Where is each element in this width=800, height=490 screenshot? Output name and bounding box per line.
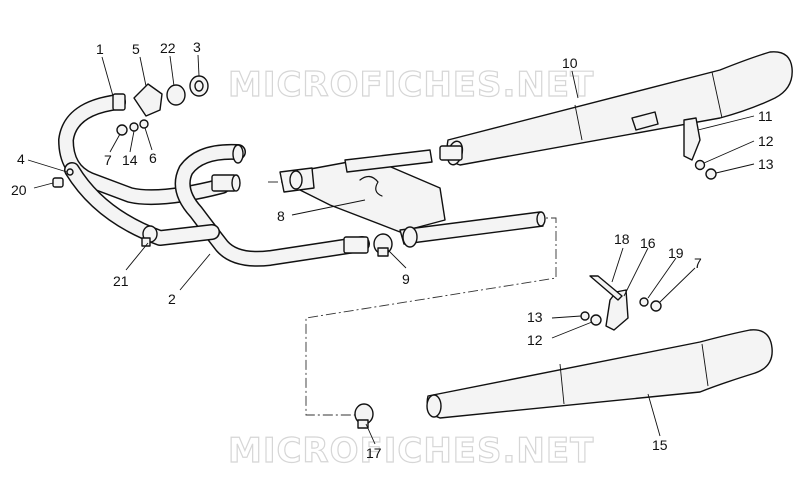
lower-muffler — [426, 329, 773, 419]
leader-lines — [27, 54, 755, 445]
callout-21: 21 — [113, 273, 129, 289]
callout-6: 6 — [149, 150, 157, 166]
nut-12 — [590, 314, 602, 326]
callout-12-lower: 12 — [527, 332, 543, 348]
washer-upper — [694, 159, 706, 171]
callout-7: 7 — [104, 152, 112, 168]
callout-18: 18 — [614, 231, 630, 247]
callout-labels: 1 5 22 3 7 14 6 4 20 10 11 12 13 8 9 21 … — [11, 39, 774, 461]
callout-3: 3 — [193, 39, 201, 55]
watermark-top: MICROFICHES.NET — [228, 65, 594, 105]
callout-20: 20 — [11, 182, 27, 198]
callout-14: 14 — [122, 152, 138, 168]
washer-19 — [639, 297, 649, 307]
bolt-18 — [589, 275, 623, 301]
callout-4: 4 — [17, 151, 25, 167]
callout-8: 8 — [277, 208, 285, 224]
nut-7-lower — [650, 300, 662, 312]
callout-2: 2 — [168, 291, 176, 307]
nut-upper — [705, 168, 717, 180]
callout-19: 19 — [668, 245, 684, 261]
flange-5 — [133, 83, 163, 117]
crossover-pipe — [279, 149, 546, 248]
bracket-16 — [605, 289, 629, 331]
callout-16: 16 — [640, 235, 656, 251]
callout-15: 15 — [652, 437, 668, 453]
cap-20 — [52, 177, 64, 188]
callout-13: 13 — [758, 156, 774, 172]
callout-1: 1 — [96, 41, 104, 57]
callout-17: 17 — [366, 445, 382, 461]
bracket-upper — [683, 117, 701, 161]
clamp-17 — [354, 403, 374, 429]
callout-5: 5 — [132, 41, 140, 57]
callout-13-lower: 13 — [527, 309, 543, 325]
callout-7-lower: 7 — [694, 255, 702, 271]
clamp-21 — [141, 225, 158, 247]
callout-9: 9 — [402, 271, 410, 287]
nut-7 — [116, 124, 128, 136]
washer-14 — [129, 122, 139, 132]
washer-13 — [580, 311, 590, 321]
callout-10: 10 — [562, 55, 578, 71]
callout-22: 22 — [160, 40, 176, 56]
washer-4 — [66, 168, 74, 176]
callout-11: 11 — [758, 108, 773, 124]
bolt-6 — [139, 119, 149, 129]
callout-12: 12 — [758, 133, 774, 149]
upper-muffler — [439, 51, 793, 166]
clamp-9 — [373, 233, 393, 257]
gasket-22 — [166, 84, 186, 106]
watermark-bottom: MICROFICHES.NET — [228, 431, 594, 471]
assembly-line-lower — [305, 217, 557, 416]
